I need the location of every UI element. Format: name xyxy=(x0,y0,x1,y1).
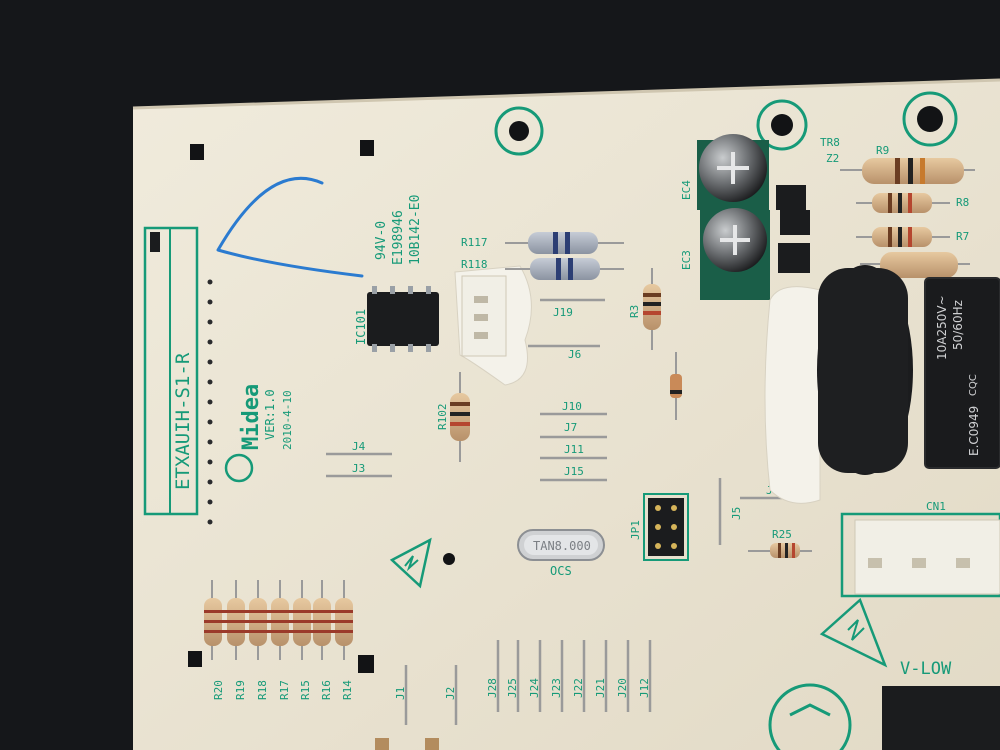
bottom-right-component xyxy=(882,686,1000,750)
crystal-oscillator xyxy=(517,529,605,561)
relay xyxy=(924,277,1000,469)
resistor-r3 xyxy=(643,268,661,350)
svg-text:R18: R18 xyxy=(256,680,269,700)
part-number-label: ETXAUIH-S1-R xyxy=(172,352,194,490)
label-j19: J19 xyxy=(553,306,573,319)
label-j15: J15 xyxy=(564,465,584,478)
label-j11: J11 xyxy=(564,443,584,456)
capacitor-ec4 xyxy=(697,134,769,210)
diode xyxy=(670,352,682,420)
crystal-label: TAN8.000 xyxy=(533,539,591,553)
label-r8: R8 xyxy=(956,196,969,209)
svg-text:J20: J20 xyxy=(616,678,629,698)
pencil-mark xyxy=(216,176,364,278)
ul-file: E198946 xyxy=(391,210,406,265)
label-j5: J5 xyxy=(730,507,743,520)
resistors-r117-r118 xyxy=(505,232,624,280)
label-r102: R102 xyxy=(436,404,449,431)
bottom-parts xyxy=(375,738,439,750)
label-r25: R25 xyxy=(772,528,792,541)
label-j3: J3 xyxy=(352,462,365,475)
resistor-r7 xyxy=(856,227,950,247)
part-number-box xyxy=(143,226,199,516)
cn1-connector xyxy=(840,512,1000,598)
label-r118: R118 xyxy=(461,258,488,271)
relay-freq: 50/60Hz xyxy=(951,300,965,350)
svg-text:Midea: Midea xyxy=(239,384,264,450)
pin-holes-left xyxy=(207,279,213,525)
label-j7: J7 xyxy=(564,421,577,434)
jumper-header-jp1 xyxy=(643,493,689,561)
arrow-circle-icon xyxy=(768,683,852,750)
ul-rating: 94V-0 xyxy=(374,221,389,260)
transistors xyxy=(776,185,810,273)
svg-text:R20: R20 xyxy=(212,680,225,700)
svg-text:J2: J2 xyxy=(444,687,457,700)
version-label: VER:1.0 xyxy=(263,389,277,440)
jumper-wires xyxy=(326,298,810,725)
label-j6: J6 xyxy=(568,348,581,361)
white-connector xyxy=(454,265,532,386)
relay-cqc: CQC xyxy=(968,374,979,396)
label-j4: J4 xyxy=(352,440,366,453)
label-r117: R117 xyxy=(461,236,488,249)
label-r9: R9 xyxy=(876,144,889,157)
svg-text:J22: J22 xyxy=(572,678,585,698)
svg-text:J25: J25 xyxy=(506,678,519,698)
resistor-r25 xyxy=(748,543,812,558)
label-j10: J10 xyxy=(562,400,582,413)
label-r3: R3 xyxy=(628,305,641,318)
label-ec4: EC4 xyxy=(680,180,693,200)
capacitor-ec3 xyxy=(700,208,770,300)
bottom-jumper-labels: J1 J2 J28 J25 J24 J23 J22 J21 J20 J12 xyxy=(394,678,651,700)
label-ec3: EC3 xyxy=(680,250,693,270)
high-voltage-icon xyxy=(819,597,888,668)
relay-cert: E.C0949 xyxy=(967,406,981,456)
buzzer xyxy=(764,265,913,504)
relay-rating: 10A250V~ xyxy=(935,295,949,360)
resistor-lower-right xyxy=(860,252,970,278)
svg-text:J21: J21 xyxy=(594,678,607,698)
label-r7: R7 xyxy=(956,230,969,243)
date-label: 2010-4-10 xyxy=(281,390,294,450)
resistor-r9 xyxy=(840,158,975,184)
label-tr8: TR8 xyxy=(820,136,840,149)
warning-triangle-icon xyxy=(389,537,432,589)
svg-text:R14: R14 xyxy=(341,680,354,700)
svg-text:J12: J12 xyxy=(638,678,651,698)
ic-chip xyxy=(367,286,439,352)
crystal-ocs-label: OCS xyxy=(550,564,572,578)
label-z2: Z2 xyxy=(826,152,839,165)
svg-text:J1: J1 xyxy=(394,687,407,700)
mounting-holes xyxy=(188,91,958,673)
svg-text:R17: R17 xyxy=(278,680,291,700)
resistor-bank xyxy=(204,580,353,660)
resistor-r8 xyxy=(856,193,950,213)
vlow-label: V-LOW xyxy=(900,659,952,679)
resistor-r102 xyxy=(450,372,470,462)
label-cn1: CN1 xyxy=(926,500,946,513)
svg-text:R16: R16 xyxy=(320,680,333,700)
resistor-bank-labels: R20 R19 R18 R17 R15 R16 R14 xyxy=(212,680,354,700)
brand-logo: Midea xyxy=(224,384,264,483)
svg-text:R15: R15 xyxy=(299,680,312,700)
svg-text:J23: J23 xyxy=(550,678,563,698)
label-jp1: JP1 xyxy=(629,520,642,540)
svg-text:R19: R19 xyxy=(234,680,247,700)
ic-label: IC101 xyxy=(354,309,368,345)
lot-label: 10B142-E0 xyxy=(408,195,423,265)
svg-text:J24: J24 xyxy=(528,678,541,698)
svg-text:J28: J28 xyxy=(486,678,499,698)
